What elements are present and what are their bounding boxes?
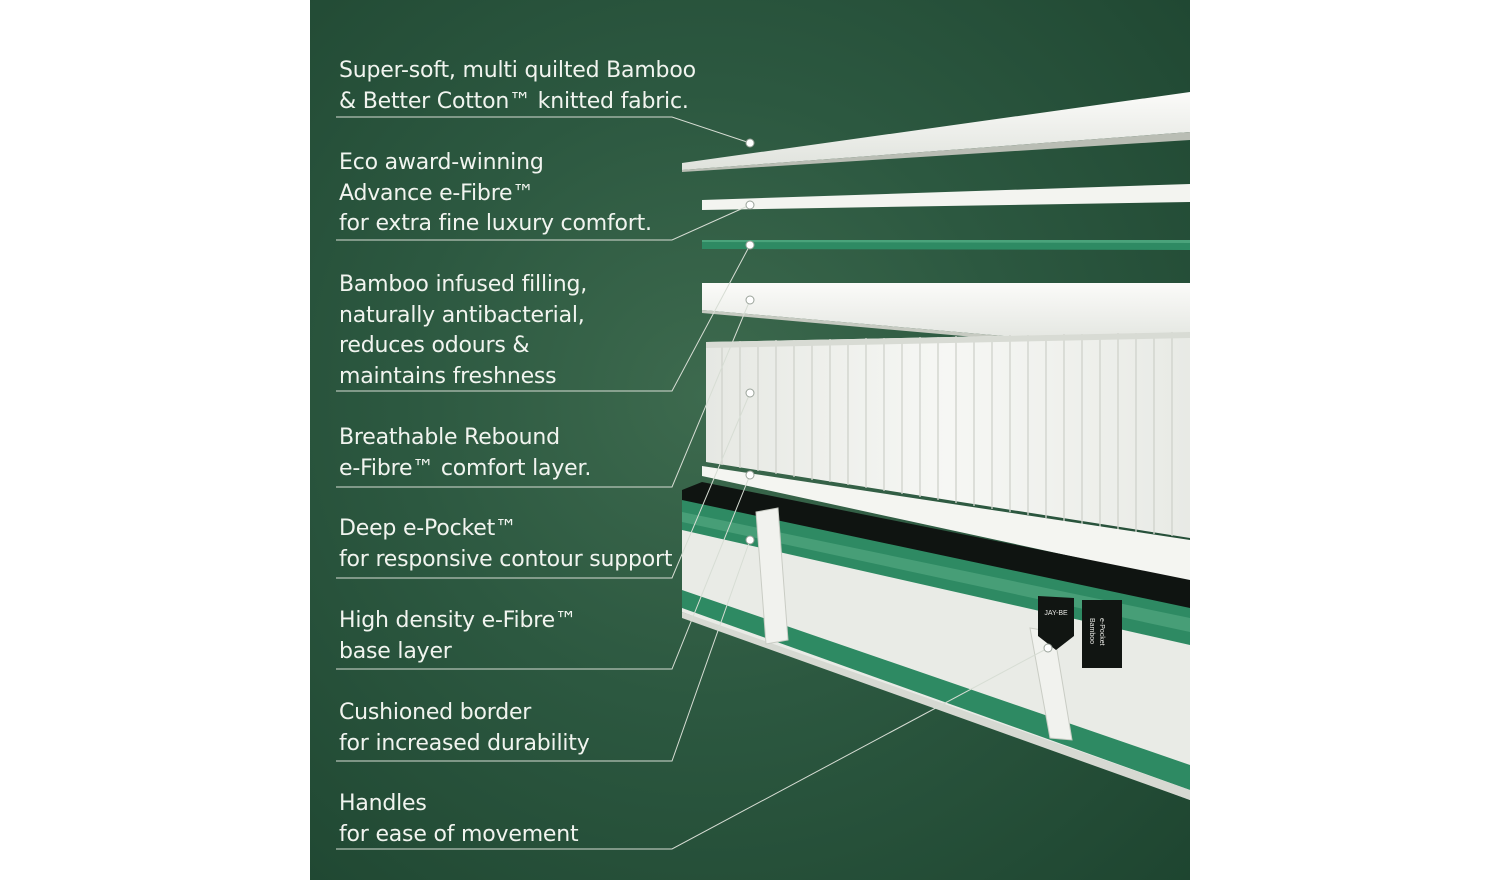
feature-line: Bamboo infused filling,: [339, 272, 588, 297]
feature-label-handles: Handles for ease of movement: [339, 789, 579, 850]
feature-line: for increased durability: [339, 730, 590, 756]
feature-line: Deep e-Pocket™: [339, 516, 517, 541]
eco-fibre-layer: [702, 184, 1190, 210]
feature-line: naturally antibacterial,: [339, 302, 585, 328]
feature-label-cushioned-border: Cushioned border for increased durabilit…: [339, 698, 590, 759]
feature-line: reduces odours &: [339, 333, 530, 358]
feature-line: base layer: [339, 638, 452, 664]
handle-strap: [755, 507, 789, 645]
feature-line: Handles: [339, 791, 427, 816]
feature-line: e-Fibre™ comfort layer.: [339, 455, 592, 481]
leader-lines: [336, 116, 1049, 850]
feature-line: Super-soft, multi quilted Bamboo: [339, 58, 696, 83]
quilted-top-fabric-layer: [682, 92, 1190, 172]
base-fibre-layer: [702, 466, 1190, 582]
feature-line: Cushioned border: [339, 700, 532, 725]
feature-label-bamboo-filling: Bamboo infused filling, naturally antiba…: [339, 270, 587, 392]
feature-label-deep-pocket: Deep e-Pocket™ for responsive contour su…: [339, 514, 673, 575]
feature-label-eco-fibre: Eco award-winning Advance e-Fibre™ for e…: [339, 148, 652, 240]
product-tag-line2: e-Pocket: [1098, 618, 1105, 646]
bamboo-filling-layer: [702, 240, 1190, 250]
brand-tag: JAY-BE: [1038, 596, 1074, 650]
brand-tag-text: JAY-BE: [1044, 610, 1068, 617]
product-infographic: JAY-BE Bamboo e-Pocket: [310, 0, 1190, 880]
feature-line: for ease of movement: [339, 821, 579, 847]
feature-line: Eco award-winning: [339, 150, 544, 175]
anchor-dots: [745, 138, 1053, 653]
pocket-spring-unit: [706, 332, 1190, 538]
feature-label-base-layer: High density e-Fibre™ base layer: [339, 606, 577, 667]
feature-label-rebound-layer: Breathable Rebound e-Fibre™ comfort laye…: [339, 423, 591, 484]
mattress-exploded-view: JAY-BE Bamboo e-Pocket: [336, 92, 1190, 850]
feature-label-knitted-fabric: Super-soft, multi quilted Bamboo & Bette…: [339, 56, 696, 117]
feature-line: & Better Cotton™ knitted fabric.: [339, 88, 689, 114]
feature-line: for responsive contour support: [339, 546, 673, 572]
feature-line: for extra fine luxury comfort.: [339, 211, 652, 236]
feature-line: Advance e-Fibre™: [339, 180, 535, 206]
product-tag-line1: Bamboo: [1088, 618, 1095, 644]
feature-line: Breathable Rebound: [339, 425, 560, 450]
product-tag: Bamboo e-Pocket: [1082, 600, 1122, 668]
feature-line: maintains freshness: [339, 363, 557, 389]
feature-line: High density e-Fibre™: [339, 608, 577, 633]
